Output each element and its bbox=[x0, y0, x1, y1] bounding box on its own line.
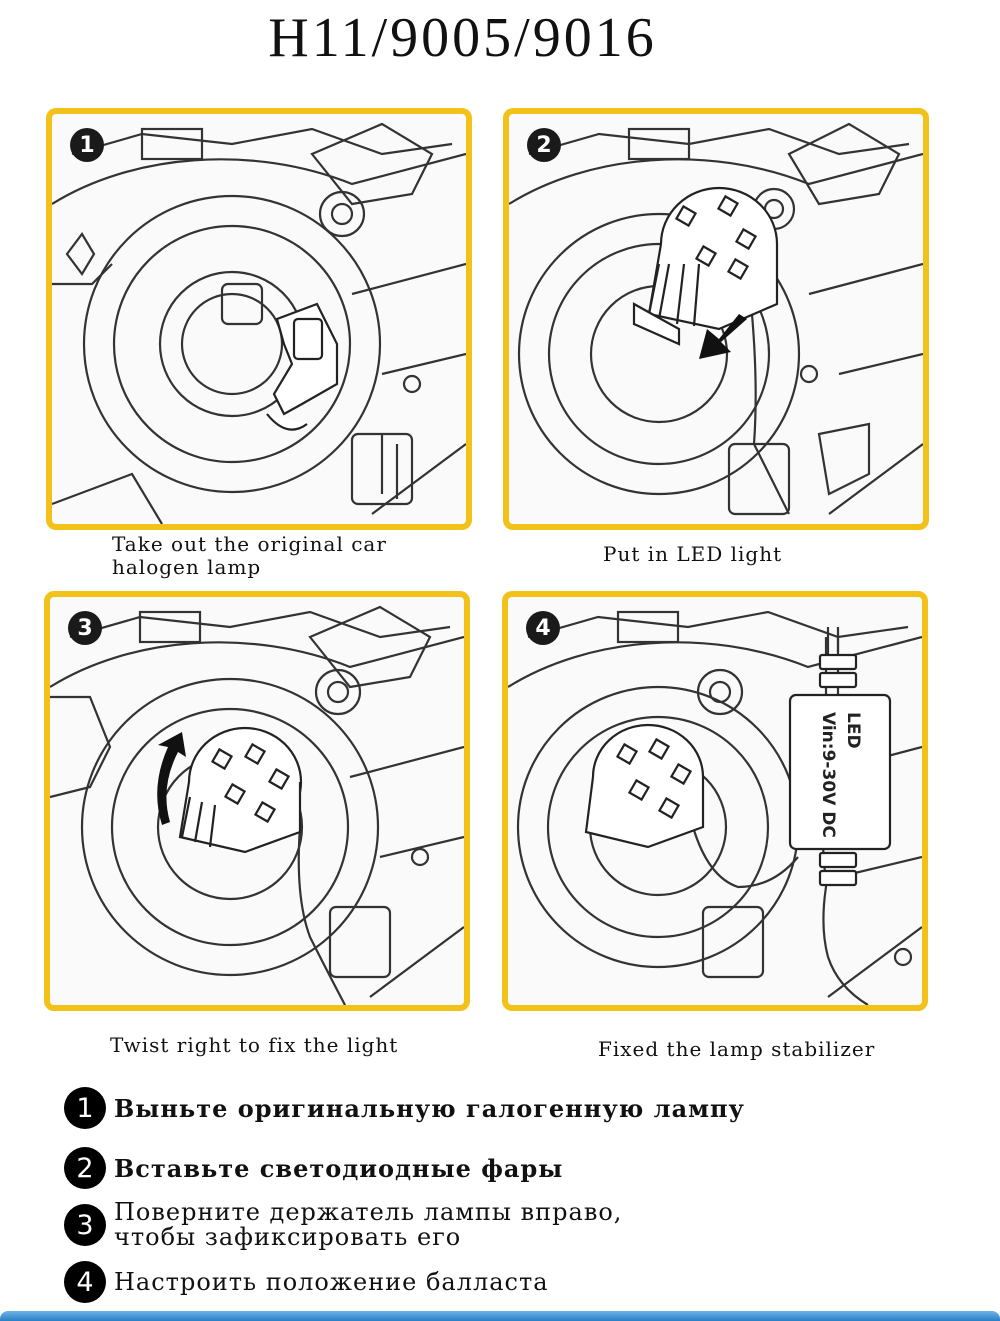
step-text-line: Поверните держатель лампы вправо, bbox=[114, 1198, 623, 1226]
headlamp-drawing bbox=[52, 122, 466, 524]
step-text: Вставьте светодиодные фары bbox=[114, 1153, 564, 1183]
step-text: Настроить положение балласта bbox=[114, 1267, 549, 1296]
step-text: Выньте оригинальную галогенную лампу bbox=[114, 1093, 745, 1123]
step-3-caption: Twist right to fix the light bbox=[110, 1033, 399, 1057]
step-number: 3 bbox=[64, 1204, 106, 1246]
step-number-badge: 2 bbox=[527, 128, 561, 162]
step-list-item: 4 Настроить положение балласта bbox=[64, 1261, 549, 1303]
step-list-item: 1 Выньте оригинальную галогенную лампу bbox=[64, 1087, 745, 1129]
step-2-illustration: 2 bbox=[503, 108, 929, 530]
step-4-illustration: LED Vin:9-30V DC 4 bbox=[502, 591, 928, 1011]
headlamp-drawing bbox=[50, 605, 464, 1005]
step-number: 2 bbox=[64, 1147, 106, 1189]
step-2-caption: Put in LED light bbox=[603, 542, 783, 566]
headlamp-drawing bbox=[509, 122, 923, 516]
step-number-badge: 1 bbox=[70, 128, 104, 162]
ballast-label: LED bbox=[843, 712, 863, 749]
step-number-badge: 4 bbox=[526, 611, 560, 645]
bottom-accent-bar bbox=[0, 1311, 1000, 1321]
step-1-illustration: 1 bbox=[46, 108, 472, 530]
headlamp-drawing: LED Vin:9-30V DC bbox=[508, 610, 922, 1005]
caption-line: Take out the original car bbox=[112, 532, 387, 556]
page-title: H11/9005/9016 bbox=[268, 7, 657, 69]
step-list-item: 3 Поверните держатель лампы вправо, чтоб… bbox=[64, 1200, 622, 1250]
ballast-voltage: Vin:9-30V DC bbox=[818, 712, 838, 838]
step-number: 4 bbox=[64, 1261, 106, 1303]
step-text: Поверните держатель лампы вправо, чтобы … bbox=[114, 1200, 622, 1250]
step-1-caption: Take out the original car halogen lamp bbox=[112, 533, 387, 579]
step-number: 1 bbox=[64, 1087, 106, 1129]
step-list-item: 2 Вставьте светодиодные фары bbox=[64, 1147, 563, 1189]
step-number-badge: 3 bbox=[68, 611, 102, 645]
step-3-illustration: 3 bbox=[44, 591, 470, 1011]
step-text-line: чтобы зафиксировать его bbox=[114, 1223, 462, 1251]
step-4-caption: Fixed the lamp stabilizer bbox=[598, 1037, 876, 1061]
caption-line: halogen lamp bbox=[112, 555, 262, 579]
